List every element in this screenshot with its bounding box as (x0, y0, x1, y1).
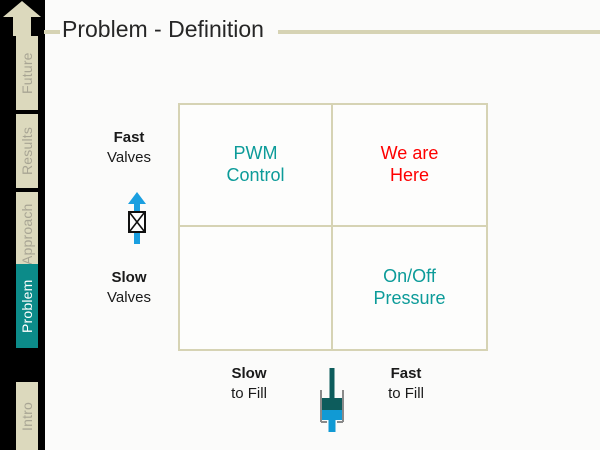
x-axis-low-label-strong: Slow (231, 365, 267, 382)
quadrant-line-2: Control (226, 165, 285, 185)
title-leading-dash (44, 30, 60, 34)
page-title: Problem - Definition (62, 16, 264, 42)
valve-icon (128, 192, 146, 244)
sidebar-item-results[interactable]: Results (16, 114, 38, 188)
x-axis-high-label-plain: to Fill (388, 384, 424, 402)
sidebar-item-label: Approach (19, 203, 35, 265)
quadrant-top-right: We are Here (333, 105, 486, 227)
y-axis-low-label: Slow Valves (83, 268, 175, 307)
sidebar-item-label: Problem (19, 279, 35, 333)
quadrant-bottom-left (180, 227, 333, 349)
quadrant-label: On/Off Pressure (373, 266, 445, 310)
y-axis-high-label: Fast Valves (83, 128, 175, 167)
y-axis-low-label-strong: Slow (111, 269, 147, 286)
sidebar-nav-rail: Future Results Approach Problem Intro (0, 0, 45, 450)
quadrant-line-2: Here (389, 165, 429, 185)
quadrant-line-1: We are (380, 143, 439, 164)
sidebar-item-label: Intro (19, 401, 35, 431)
quadrant-matrix: PWM Control We are Here On/Off Pressure (178, 103, 488, 351)
y-axis-high-label-strong: Fast (113, 129, 145, 146)
quadrant-top-left: PWM Control (180, 105, 333, 227)
x-axis-low-label: Slow to Fill (203, 364, 295, 403)
y-axis-low-label-plain: Valves (107, 288, 151, 306)
hydraulic-cylinder-icon (320, 368, 344, 432)
sidebar-item-label: Future (19, 52, 35, 94)
x-axis-high-label: Fast to Fill (360, 364, 452, 403)
title-rule (278, 30, 600, 34)
up-arrow-icon (3, 1, 41, 36)
sidebar-item-label: Results (19, 126, 35, 176)
quadrant-bottom-right: On/Off Pressure (333, 227, 486, 349)
sidebar-item-problem[interactable]: Problem (16, 264, 38, 348)
sidebar-item-future[interactable]: Future (16, 36, 38, 110)
quadrant-line-2: Pressure (373, 288, 446, 308)
quadrant-line-1: On/Off (383, 266, 436, 287)
sidebar-item-intro[interactable]: Intro (16, 382, 38, 450)
y-axis-high-label-plain: Valves (107, 148, 151, 166)
quadrant-line-1: PWM (233, 143, 278, 164)
quadrant-label: PWM Control (226, 143, 284, 187)
x-axis-low-label-plain: to Fill (231, 384, 267, 402)
quadrant-label: We are Here (381, 143, 439, 187)
x-axis-high-label-strong: Fast (390, 365, 422, 382)
